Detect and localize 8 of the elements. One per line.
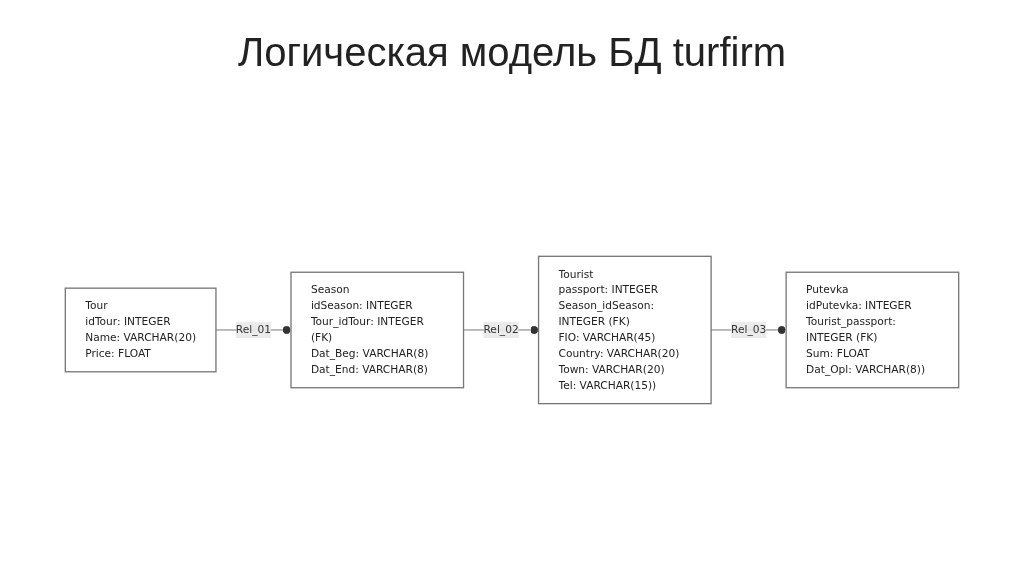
edge-label: Rel_02 [483,323,519,336]
diagram-title: Логическая модель БД turfirm [236,29,788,75]
node-box: Tour idTour: INTEGER Name: VARCHAR(20) Price: FLOAT [64,287,217,373]
node-box: Putevka idPutevka: INTEGER Tourist_passport: INTEGER (FK) Sum: FLOAT Dat_Opl: VARCHAR(8)) [785,271,960,389]
edge-label: Rel_03 [731,323,767,336]
edge-label: Rel_01 [235,323,272,336]
node-box: Season idSeason: INTEGER Tour_idTour: INTEGER (FK) Dat_Beg: VARCHAR(8) Dat_End: VARCHAR(8) [290,271,465,389]
node-box: Tourist passport: INTEGER Season_idSeason: INTEGER (FK) FIO: VARCHAR(45) Country: VARCHAR(20) Town: VARCHAR(20) Tel: VARCHAR(15)) [537,255,712,405]
